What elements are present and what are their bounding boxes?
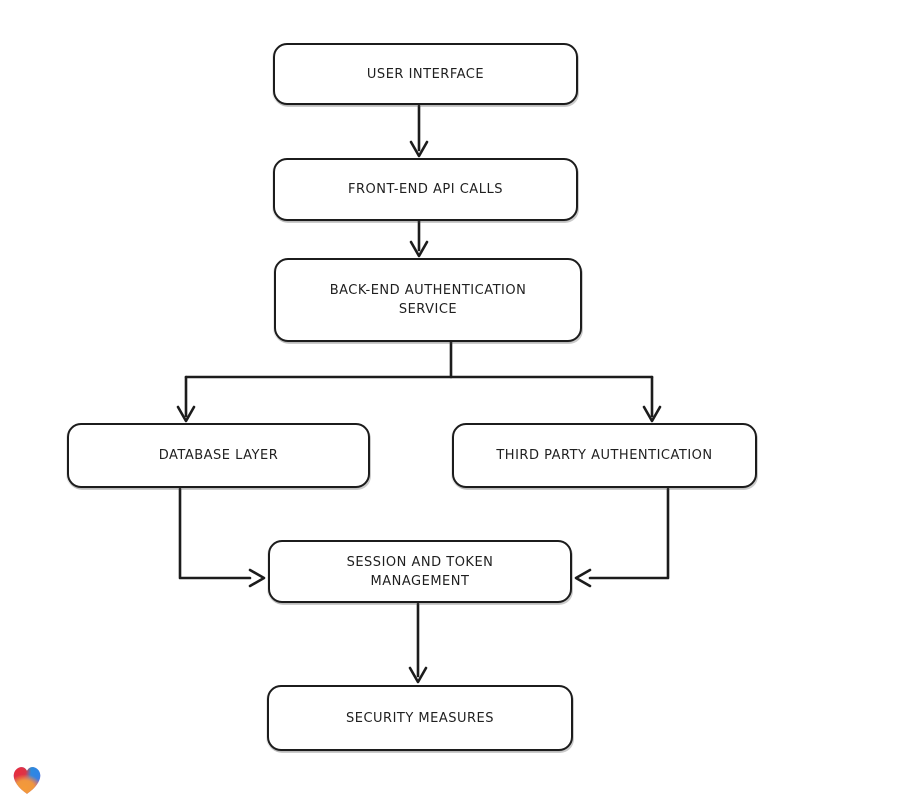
edge-frontend-api-to-backend-auth <box>409 219 429 258</box>
edge-user-interface-to-frontend-api <box>409 104 429 158</box>
edge-database-to-session <box>178 487 266 588</box>
node-third-party-authentication[interactable]: THIRD PARTY AUTHENTICATION <box>452 423 757 488</box>
node-label-line-2: MANAGEMENT <box>370 573 470 589</box>
node-session-token-management[interactable]: SESSION AND TOKEN MANAGEMENT <box>268 540 572 603</box>
node-frontend-api-calls[interactable]: FRONT-END API CALLS <box>273 158 578 221</box>
node-label-line-1: BACK-END AUTHENTICATION <box>329 283 527 298</box>
edge-third-party-to-session <box>574 487 670 588</box>
edge-backend-auth-branch <box>176 340 662 423</box>
node-label: FRONT-END API CALLS <box>348 182 503 197</box>
node-security-measures[interactable]: SECURITY MEASURES <box>267 685 573 751</box>
node-label: SECURITY MEASURES <box>345 710 495 726</box>
heart-shape <box>13 767 41 794</box>
node-label: DATABASE LAYER <box>158 448 279 463</box>
edge-session-to-security <box>408 602 428 684</box>
node-database-layer[interactable]: DATABASE LAYER <box>67 423 370 488</box>
node-user-interface[interactable]: USER INTERFACE <box>273 43 578 105</box>
node-label-line-2: SERVICE <box>398 302 458 317</box>
node-label: THIRD PARTY AUTHENTICATION <box>496 448 713 463</box>
node-backend-authentication-service[interactable]: BACK-END AUTHENTICATION SERVICE <box>274 258 582 342</box>
node-label: USER INTERFACE <box>366 66 485 82</box>
eraser-heart-logo[interactable] <box>10 761 44 798</box>
node-label-line-1: SESSION AND TOKEN <box>346 554 494 570</box>
